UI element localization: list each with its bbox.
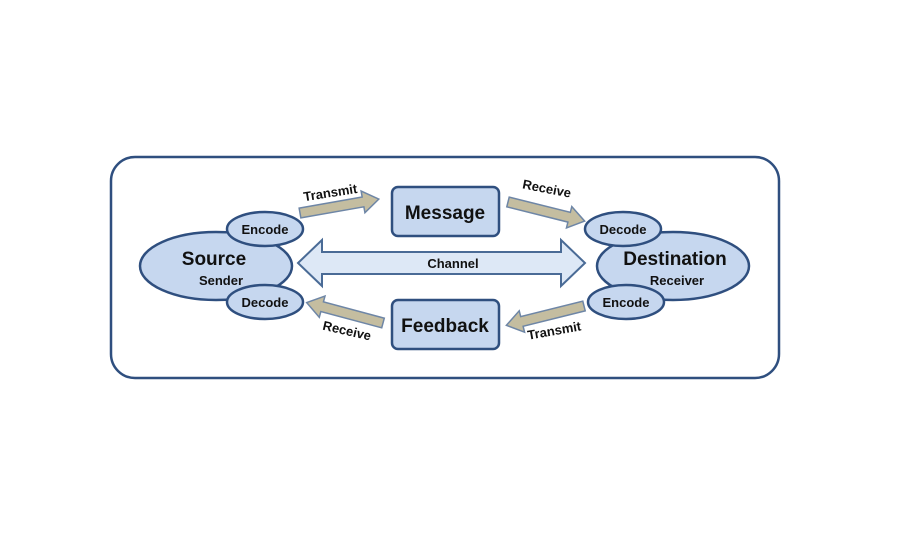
message-node: Message [390,185,501,238]
destination-node: Destination Receiver [595,230,751,302]
source-encode-node: Encode [225,210,305,248]
feedback-box [390,298,501,351]
destination-decode-node: Decode [583,210,663,248]
destination-title: Destination [623,249,726,270]
destination-encode-label: Encode [603,295,650,310]
transmit-arrow-bottom-shape [505,300,587,334]
source-decode-node: Decode [225,283,305,321]
destination-encode-ellipse [586,283,666,321]
feedback-label: Feedback [401,316,489,337]
destination-encode-node: Encode [586,283,666,321]
message-label: Message [405,203,485,224]
source-decode-ellipse [225,283,305,321]
receive-arrow-bottom-shape [305,294,386,329]
destination-ellipse [595,230,751,302]
channel-label: Channel [427,256,478,271]
channel-arrow: Channel [296,237,587,289]
message-box [390,185,501,238]
source-node: Source Sender [138,230,294,302]
transmit-arrow-top-shape [298,189,381,219]
destination-decode-label: Decode [600,222,647,237]
receive-arrow-top-shape [505,196,586,230]
source-subtitle: Sender [199,273,243,288]
channel-arrow-shape [296,237,587,289]
destination-decode-ellipse [583,210,663,248]
source-decode-label: Decode [242,295,289,310]
source-encode-ellipse [225,210,305,248]
source-title: Source [182,249,246,270]
feedback-node: Feedback [390,298,501,351]
destination-subtitle: Receiver [650,273,704,288]
source-ellipse [138,230,294,302]
source-encode-label: Encode [242,222,289,237]
